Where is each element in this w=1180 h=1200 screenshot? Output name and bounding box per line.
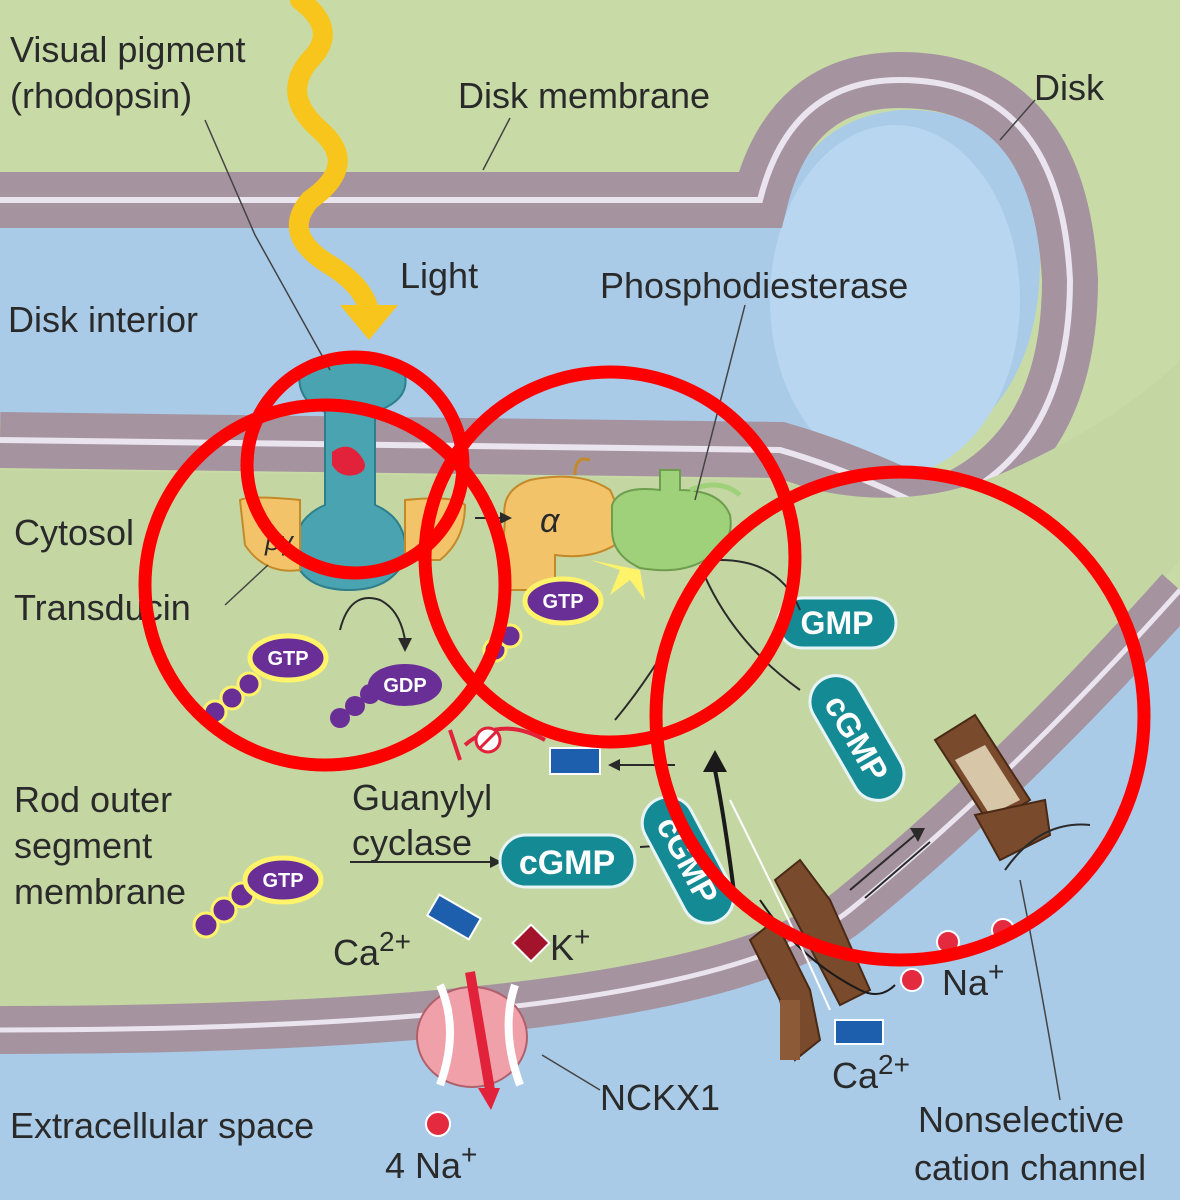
disk-membrane-top-core	[0, 76, 1074, 513]
label-na: Na+	[942, 956, 1004, 1003]
label-extracellular: Extracellular space	[10, 1105, 314, 1146]
highlight-circle-pde	[418, 365, 802, 749]
disk-interior-region	[0, 109, 1040, 470]
label-transducin: Transducin	[14, 587, 191, 628]
label-ca-2: Ca2+	[832, 1049, 910, 1096]
light-wave	[287, 0, 380, 330]
disk-bulb-interior	[770, 125, 1020, 475]
gdp-molecule: GDP	[330, 664, 442, 728]
activation-burst	[590, 560, 645, 600]
cyclase-arrowhead	[490, 856, 502, 868]
inhibition-slash	[478, 730, 498, 750]
label-disk-interior: Disk interior	[8, 299, 198, 340]
gdp-release-arrowhead	[398, 638, 412, 652]
cgmp-channel-arrowhead	[703, 750, 727, 772]
label-rod-outer: Rod outer	[14, 779, 172, 820]
gtp-text-3: GTP	[262, 870, 303, 892]
gmp-text: GMP	[801, 605, 874, 641]
equilibrium-arrow-back	[864, 841, 931, 899]
label-k: K+	[550, 921, 590, 968]
ca-ion-3	[425, 893, 483, 941]
gdp-release-arrow	[339, 597, 406, 641]
gdp-text: GDP	[383, 675, 426, 697]
label-cyclase: cyclase	[352, 822, 472, 863]
label-nonselective: Nonselective	[918, 1099, 1124, 1140]
cgmp-text-1: cGMP	[519, 844, 615, 882]
cgmp-channel-arrow	[713, 769, 737, 901]
label-cation-channel: cation channel	[914, 1147, 1146, 1188]
label-nckx1: NCKX1	[600, 1077, 720, 1118]
channel-flow-arrow	[1004, 823, 1091, 871]
gtp-text-2: GTP	[542, 591, 583, 613]
hydrolysis-line	[699, 564, 801, 691]
label-membrane: membrane	[14, 871, 186, 912]
highlight-circle-channel	[649, 465, 1151, 967]
equilibrium-arrow-forward	[849, 834, 916, 891]
label-4na: 4 Na+	[385, 1139, 477, 1186]
disk-membrane-leader	[482, 117, 511, 171]
ca-ion-1	[549, 747, 601, 775]
nckx1-exchanger	[416, 971, 528, 1110]
label-phosphodiesterase: Phosphodiesterase	[600, 265, 908, 306]
phosphodiesterase	[611, 469, 742, 572]
label-disk: Disk	[1034, 67, 1105, 108]
inhibition-bar	[448, 729, 462, 761]
transducin-leader	[224, 564, 269, 606]
extracellular-region	[0, 620, 1180, 1200]
na-ion-3	[900, 968, 924, 992]
disk-leader	[999, 99, 1036, 141]
cgmp-pill-1: cGMP	[498, 833, 637, 889]
inhibition-line	[463, 726, 546, 747]
label-segment: segment	[14, 825, 152, 866]
ca-return-arrowhead	[608, 759, 620, 771]
rhodopsin-leader	[204, 119, 331, 371]
label-light: Light	[400, 255, 478, 296]
light-arrowhead	[340, 305, 398, 340]
highlight-circle-transducin	[138, 398, 512, 772]
alpha-label: α	[540, 502, 561, 540]
label-cytosol: Cytosol	[14, 512, 134, 553]
label-rhodopsin: (rhodopsin)	[10, 75, 192, 116]
cation-channel-2	[933, 713, 1052, 862]
gtp-text-1: GTP	[267, 648, 308, 670]
label-ca-1: Ca2+	[333, 926, 411, 973]
channel-leader	[1019, 879, 1061, 1101]
label-disk-membrane: Disk membrane	[458, 75, 710, 116]
label-visual-pigment: Visual pigment	[10, 29, 245, 70]
nckx1-leader	[541, 1054, 601, 1091]
label-guanylyl: Guanylyl	[352, 777, 492, 818]
gtp-molecule-1: GTP	[202, 633, 329, 725]
equilibrium-arrowhead-forward	[910, 828, 925, 842]
gmp-pill: GMP	[776, 596, 898, 650]
transducin-alpha-active: α	[498, 457, 620, 591]
na-ion-4	[425, 1111, 451, 1137]
k-ion	[511, 923, 551, 963]
gtp-molecule-guanylyl: GTP	[192, 855, 324, 939]
ca-ion-2	[834, 1019, 884, 1045]
activation-arrowhead	[500, 512, 512, 524]
